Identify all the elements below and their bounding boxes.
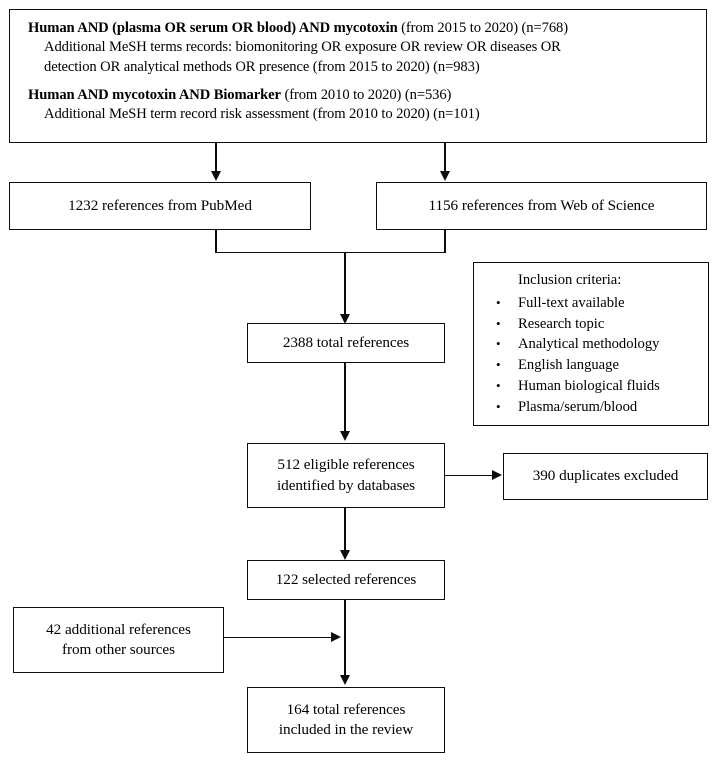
eligible-references-box: 512 eligible references identified by da… (247, 443, 445, 508)
inclusion-criteria-item: • Research topic (484, 315, 604, 334)
search-query-box: Human AND (plasma OR serum OR blood) AND… (9, 9, 707, 143)
web-of-science-references-label: 1156 references from Web of Science (428, 196, 655, 214)
bullet-icon: • (496, 398, 501, 414)
connector-merge-horizontal (215, 251, 446, 254)
connector-query-to-pubmed (215, 143, 217, 172)
query-line-1: Human AND (plasma OR serum OR blood) AND… (28, 19, 568, 38)
additional-references-line-2: from other sources (62, 641, 175, 658)
inclusion-criteria-item-label: Plasma/serum/blood (518, 398, 638, 415)
query-line-3: detection OR analytical methods OR prese… (44, 58, 480, 75)
inclusion-criteria-item-label: Full-text available (518, 294, 625, 311)
arrowhead-query-to-pubmed (210, 171, 221, 181)
duplicates-excluded-box: 390 duplicates excluded (503, 453, 708, 500)
connector-wos-down (444, 230, 446, 253)
inclusion-criteria-item: • Full-text available (484, 294, 625, 313)
query-line-4-bold: Human AND mycotoxin AND Biomarker (28, 86, 281, 103)
inclusion-criteria-item: • English language (484, 356, 619, 375)
connector-eligible-to-selected (344, 508, 346, 552)
inclusion-criteria-item-label: Research topic (518, 315, 605, 332)
duplicates-excluded-label: 390 duplicates excluded (532, 467, 679, 485)
connector-query-to-wos (444, 143, 446, 172)
query-line-1-rest: (from 2015 to 2020) (n=768) (397, 20, 568, 36)
inclusion-criteria-item: • Human biological fluids (484, 377, 660, 396)
arrowhead-eligible-to-duplicates (492, 470, 502, 480)
final-references-box: 164 total references included in the rev… (247, 687, 445, 753)
eligible-references-line-2: identified by databases (276, 476, 416, 494)
additional-references-box: 42 additional references from other sour… (13, 607, 224, 673)
arrowhead-merge-to-total (339, 314, 350, 324)
arrowhead-selected-to-final (339, 675, 350, 685)
pubmed-references-box: 1232 references from PubMed (9, 182, 311, 230)
inclusion-criteria-item: • Analytical methodology (484, 335, 659, 354)
selected-references-box: 122 selected references (247, 560, 445, 600)
total-references-label: 2388 total references (282, 333, 410, 351)
arrowhead-query-to-wos (439, 171, 450, 181)
final-references-line-2: included in the review (278, 721, 414, 738)
bullet-icon: • (496, 315, 501, 331)
query-line-5: Additional MeSH term record risk assessm… (44, 106, 480, 122)
arrowhead-additional-to-main (331, 632, 341, 642)
connector-pubmed-down (215, 230, 217, 253)
total-references-box: 2388 total references (247, 323, 445, 363)
arrowhead-eligible-to-selected (339, 550, 350, 560)
inclusion-criteria-box: Inclusion criteria: • Full-text availabl… (473, 262, 709, 426)
bullet-icon: • (496, 294, 501, 310)
arrowhead-total-to-eligible (339, 431, 350, 441)
eligible-references-line-1: 512 eligible references (277, 456, 415, 474)
connector-selected-to-final (344, 600, 346, 677)
query-line-1-bold: Human AND (plasma OR serum OR blood) AND… (28, 20, 398, 36)
inclusion-criteria-item: • Plasma/serum/blood (484, 398, 637, 417)
connector-total-to-eligible (344, 363, 346, 433)
query-line-2: Additional MeSH terms records: biomonito… (44, 39, 561, 56)
query-line-4-rest: (from 2010 to 2020) (n=536) (280, 86, 452, 103)
bullet-icon: • (496, 377, 501, 393)
pubmed-references-label: 1232 references from PubMed (68, 196, 252, 214)
connector-eligible-to-duplicates (445, 474, 493, 477)
query-line-4: Human AND mycotoxin AND Biomarker (from … (28, 86, 451, 105)
inclusion-criteria-item-label: Human biological fluids (518, 377, 660, 394)
web-of-science-references-box: 1156 references from Web of Science (376, 182, 707, 230)
inclusion-criteria-item-label: Analytical methodology (518, 336, 660, 353)
inclusion-criteria-item-label: English language (518, 357, 619, 373)
connector-merge-to-total (344, 251, 346, 317)
final-references-line-1: 164 total references (286, 700, 406, 718)
connector-additional-to-main (224, 636, 332, 639)
bullet-icon: • (496, 357, 501, 372)
inclusion-criteria-title: Inclusion criteria: (518, 272, 622, 288)
selected-references-label: 122 selected references (275, 570, 417, 588)
bullet-icon: • (496, 336, 501, 352)
additional-references-line-1: 42 additional references (46, 620, 191, 638)
